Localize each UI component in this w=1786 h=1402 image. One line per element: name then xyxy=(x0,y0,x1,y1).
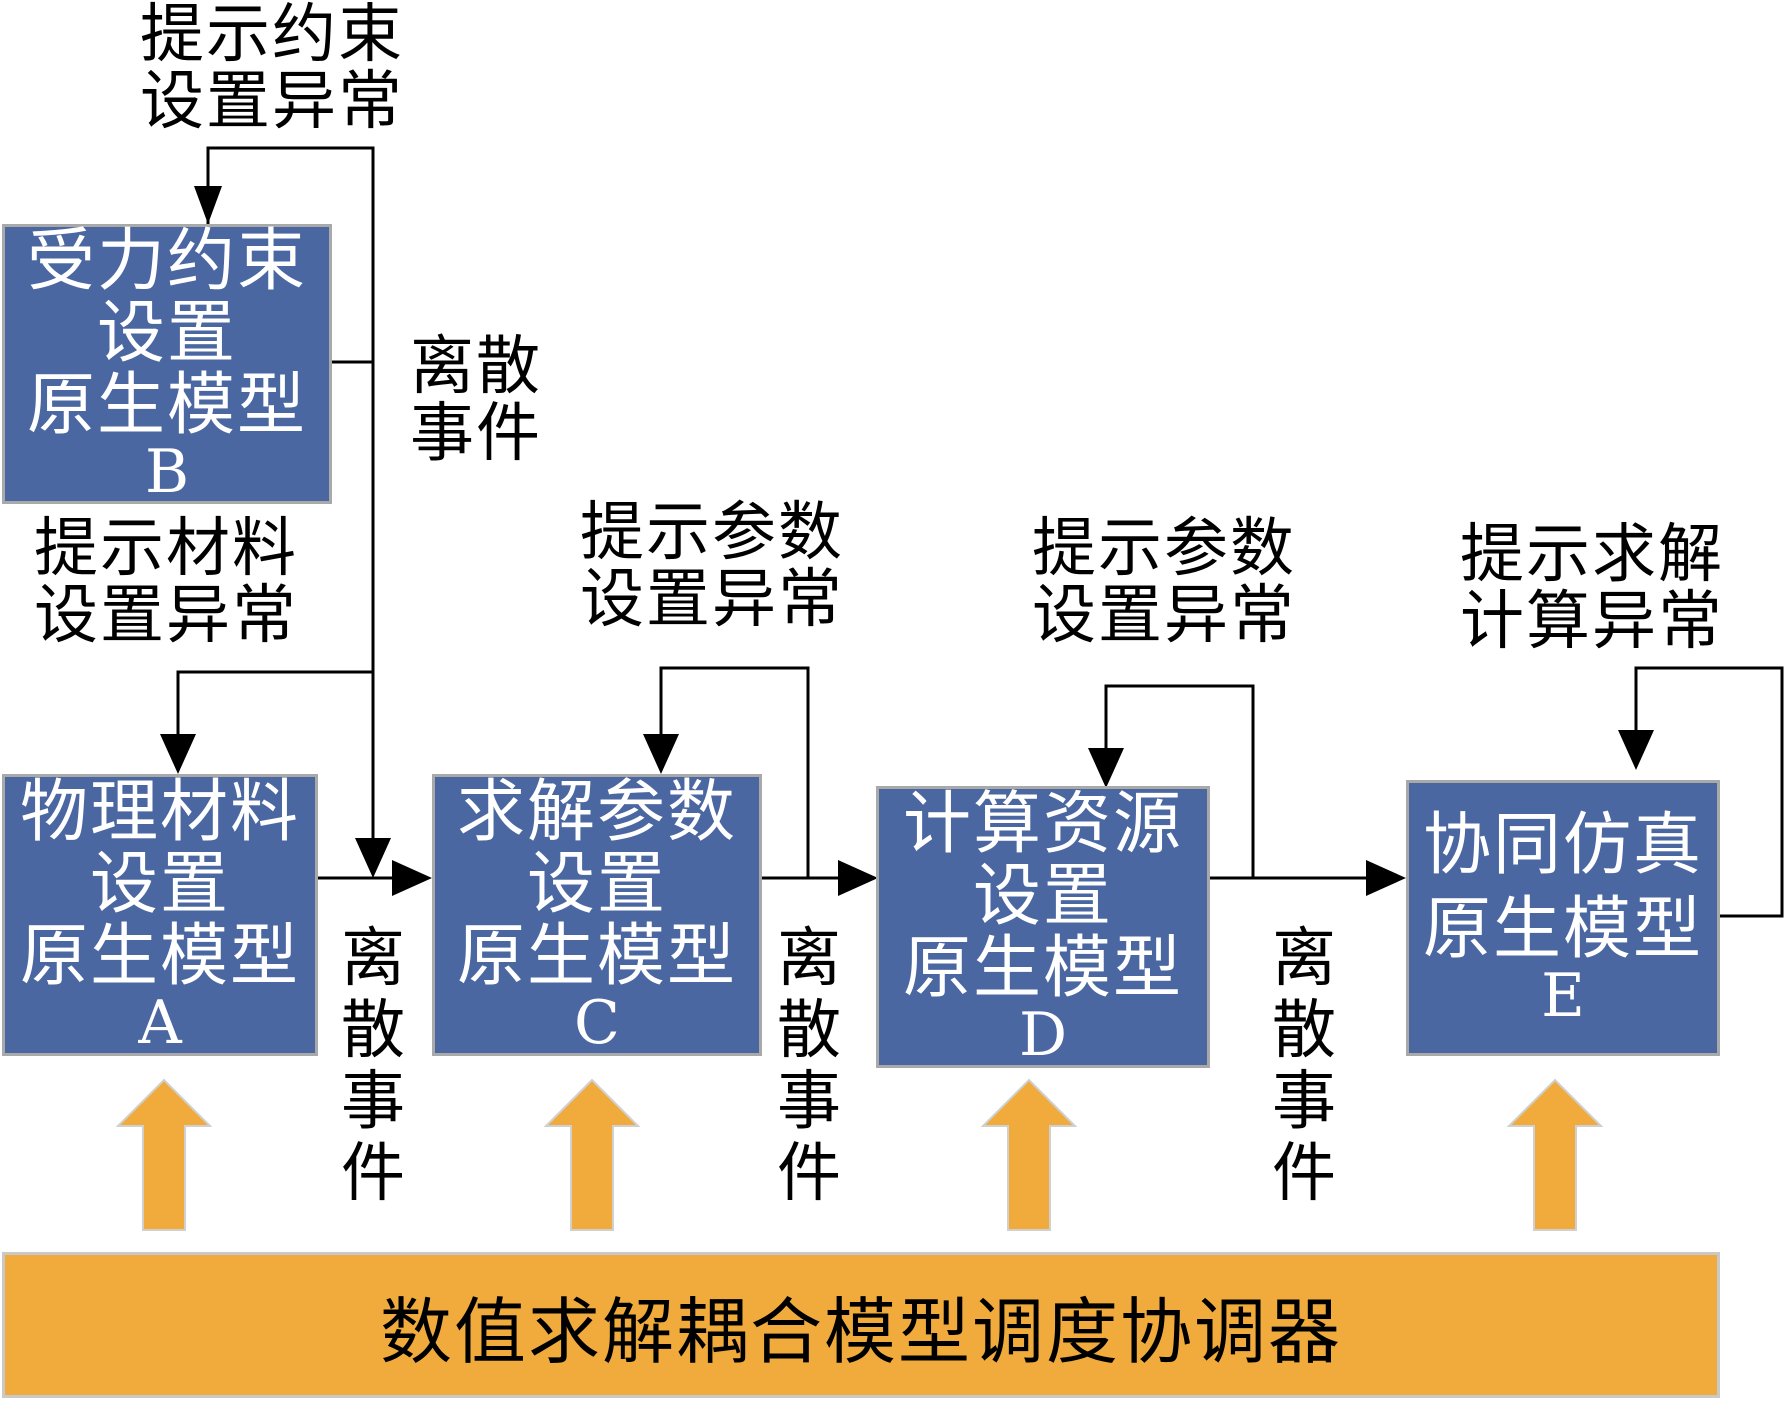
coordinator-arrow-d xyxy=(980,1078,1078,1231)
coordinator-arrow-e xyxy=(1506,1078,1604,1231)
e-feedback-arrowhead xyxy=(1618,730,1654,770)
model-box-b[interactable]: 受力约束 设置 原生模型 B xyxy=(2,224,332,504)
event-label-ac: 离 散 事 件 xyxy=(337,922,409,1212)
box-c-line-3: 原生模型 xyxy=(456,917,737,996)
event-upper-line-2: 事件 xyxy=(410,397,542,472)
prompt-label-d: 提示参数 设置异常 xyxy=(1032,512,1296,654)
box-d-line-1: 计算资源 xyxy=(902,785,1183,864)
a-feedback-loop xyxy=(176,670,373,734)
prompt-label-b: 提示约束 设置异常 xyxy=(140,0,404,140)
event-cd-char-4: 件 xyxy=(777,1137,841,1212)
d-feedback-arrowhead xyxy=(1088,748,1124,788)
box-b-line-3: 原生模型 xyxy=(26,366,307,445)
event-cd-char-2: 散 xyxy=(777,993,841,1068)
box-c-line-1: 求解参数 xyxy=(456,773,737,852)
prompt-label-c: 提示参数 设置异常 xyxy=(580,496,844,638)
event-de-char-2: 散 xyxy=(1272,993,1336,1068)
event-ac-char-4: 件 xyxy=(341,1137,405,1212)
prompt-label-a: 提示材料 设置异常 xyxy=(34,512,298,654)
prompt-b-line-1: 提示约束 xyxy=(140,0,404,72)
prompt-d-line-2: 设置异常 xyxy=(1032,579,1296,654)
box-e-id: E xyxy=(1541,961,1585,1031)
model-box-a[interactable]: 物理材料 设置 原生模型 A xyxy=(2,774,318,1056)
d-feedback-loop xyxy=(1104,684,1255,878)
event-upper-line-1: 离散 xyxy=(410,330,542,404)
box-c-id: C xyxy=(574,988,620,1058)
a-to-c-arrowhead xyxy=(392,860,432,896)
c-feedback-loop xyxy=(659,666,810,878)
model-box-c[interactable]: 求解参数 设置 原生模型 C xyxy=(432,774,762,1056)
b-event-arrowhead xyxy=(355,838,391,878)
a-feedback-arrowhead xyxy=(160,734,196,774)
box-b-id: B xyxy=(144,437,190,507)
event-cd-char-3: 事 xyxy=(777,1065,841,1140)
prompt-a-line-2: 设置异常 xyxy=(34,579,298,654)
event-ac-char-2: 散 xyxy=(341,993,405,1068)
prompt-d-line-1: 提示参数 xyxy=(1032,512,1296,586)
box-d-line-3: 原生模型 xyxy=(902,929,1183,1008)
coordinator-bar[interactable]: 数值求解耦合模型调度协调器 xyxy=(2,1252,1720,1398)
prompt-b-line-2: 设置异常 xyxy=(140,65,404,140)
event-de-char-4: 件 xyxy=(1272,1137,1336,1212)
prompt-e-line-2: 计算异常 xyxy=(1460,585,1724,660)
box-b-line-2: 设置 xyxy=(96,294,237,373)
event-de-char-3: 事 xyxy=(1272,1065,1336,1140)
box-a-line-1: 物理材料 xyxy=(19,773,300,852)
box-b-line-1: 受力约束 xyxy=(26,222,307,301)
prompt-c-line-1: 提示参数 xyxy=(580,496,844,570)
box-a-line-2: 设置 xyxy=(89,845,230,924)
box-e-line-2: 原生模型 xyxy=(1422,890,1703,969)
prompt-c-line-2: 设置异常 xyxy=(580,563,844,638)
d-to-e-arrowhead xyxy=(1366,860,1406,896)
event-ac-char-1: 离 xyxy=(341,922,405,996)
event-label-cd: 离 散 事 件 xyxy=(773,922,845,1212)
c-to-d-arrowhead xyxy=(838,860,878,896)
coordinator-arrow-a xyxy=(115,1078,213,1231)
event-label-de: 离 散 事 件 xyxy=(1268,922,1340,1212)
box-a-line-3: 原生模型 xyxy=(19,917,300,996)
model-box-e[interactable]: 协同仿真 原生模型 E xyxy=(1406,780,1720,1056)
coordinator-arrow-c xyxy=(543,1078,641,1231)
prompt-a-line-1: 提示材料 xyxy=(34,512,298,586)
event-de-char-1: 离 xyxy=(1272,922,1336,996)
box-d-line-2: 设置 xyxy=(972,857,1113,936)
box-c-line-2: 设置 xyxy=(526,845,667,924)
box-e-line-1: 协同仿真 xyxy=(1422,806,1703,885)
event-cd-char-1: 离 xyxy=(777,922,841,996)
c-feedback-arrowhead xyxy=(643,734,679,774)
event-ac-char-3: 事 xyxy=(341,1065,405,1140)
b-feedback-arrowhead xyxy=(194,186,222,224)
event-label-upper: 离散 事件 xyxy=(410,330,542,472)
model-box-d[interactable]: 计算资源 设置 原生模型 D xyxy=(876,786,1210,1068)
e-self-loop xyxy=(1634,666,1784,918)
box-d-id: D xyxy=(1018,1000,1068,1070)
coordinator-label: 数值求解耦合模型调度协调器 xyxy=(379,1289,1342,1374)
prompt-label-e: 提示求解 计算异常 xyxy=(1460,518,1724,660)
box-a-id: A xyxy=(138,988,182,1058)
b-feedback-loop xyxy=(206,146,375,364)
prompt-e-line-1: 提示求解 xyxy=(1460,518,1724,592)
